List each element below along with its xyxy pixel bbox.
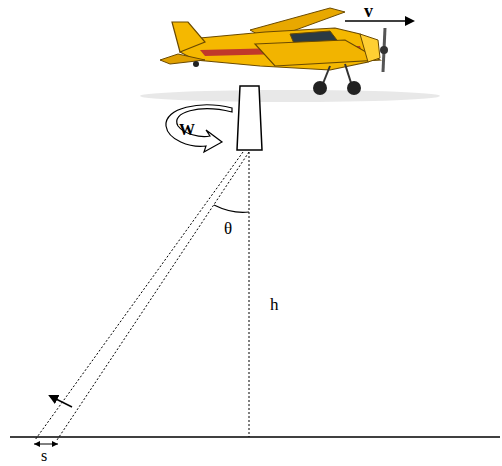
swath-label: s: [41, 448, 47, 464]
beam-line: [57, 152, 249, 440]
sweep-arrow: [50, 396, 72, 407]
height-line: [249, 152, 250, 437]
ground-line: [10, 436, 500, 438]
rotation-arrow: [166, 105, 232, 152]
width-marker: [34, 441, 58, 447]
angle-arc: [214, 205, 249, 212]
height-label: h: [270, 296, 279, 313]
rotation-label: W: [179, 122, 195, 138]
airplane: [140, 8, 440, 102]
scanner: [237, 86, 262, 150]
angle-label: θ: [224, 220, 232, 237]
beam-line: [35, 152, 243, 440]
velocity-arrow: [345, 20, 413, 22]
velocity-label: v: [364, 2, 373, 20]
